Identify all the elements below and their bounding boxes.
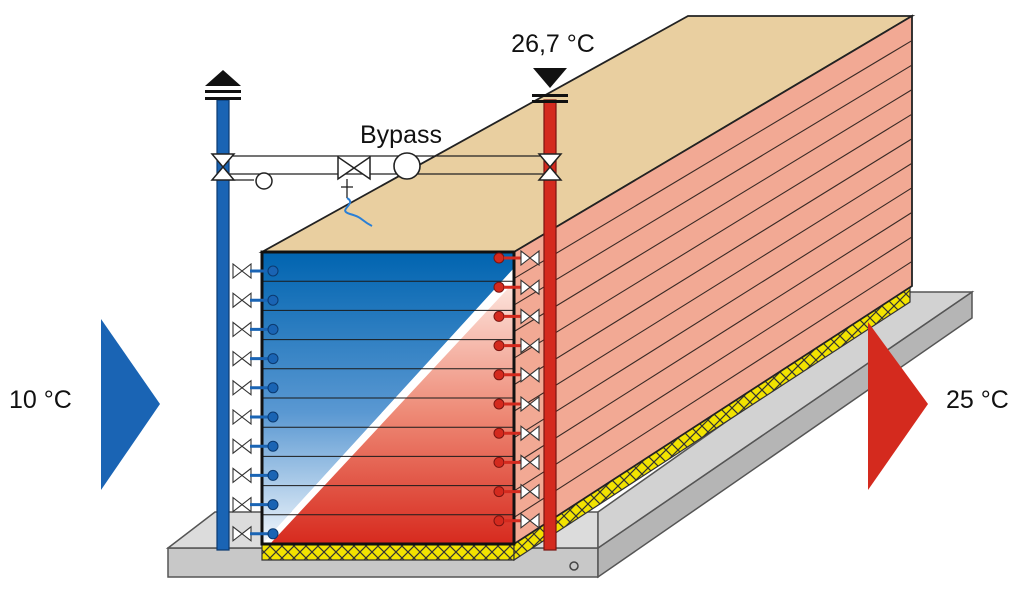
row-port-hot-icon xyxy=(493,398,505,410)
inlet-air-arrow-icon xyxy=(101,319,160,490)
row-port-cold-icon xyxy=(267,528,279,540)
hot-pipe-flange xyxy=(532,94,568,103)
row-port-hot-icon xyxy=(493,281,505,293)
row-valve-hot-icon xyxy=(520,337,540,354)
side-fin-lines xyxy=(513,40,913,518)
side-fin-line xyxy=(513,187,913,439)
outlet-air-temperature-label: 25 °C xyxy=(946,386,1009,414)
base-bolt-icon xyxy=(569,561,579,571)
row-valve-cold-icon xyxy=(232,496,252,513)
side-fin-line xyxy=(513,138,913,386)
row-port-hot-icon xyxy=(493,369,505,381)
side-fin-line xyxy=(513,89,913,333)
row-valve-hot-icon xyxy=(520,366,540,383)
bypass-pump-icon xyxy=(393,152,421,180)
diagonal-separator xyxy=(262,268,514,544)
row-valve-cold-icon xyxy=(232,408,252,426)
row-port-cold-icon xyxy=(267,265,279,277)
side-fin-line xyxy=(513,64,913,306)
outlet-temperature-label: 26,7 °C xyxy=(511,30,595,58)
side-fin-line xyxy=(513,260,913,518)
flow-up-arrow-icon xyxy=(205,70,241,86)
row-port-hot-icon xyxy=(493,427,505,439)
flow-down-arrow-icon xyxy=(533,68,567,88)
row-valve-cold-icon xyxy=(232,350,252,367)
front-row-lines xyxy=(262,280,514,516)
row-fittings xyxy=(232,249,540,542)
row-port-cold-icon xyxy=(267,469,279,481)
cold-side-sensor-icon xyxy=(255,172,273,190)
row-valve-hot-icon xyxy=(520,483,540,500)
row-valve-hot-icon xyxy=(520,249,540,267)
row-port-hot-icon xyxy=(493,310,505,322)
side-fin-line xyxy=(513,40,913,280)
bypass-valve-icon xyxy=(337,155,371,181)
row-port-cold-icon xyxy=(267,499,279,511)
exchanger-front-face xyxy=(260,250,516,546)
row-valve-hot-icon xyxy=(520,425,540,442)
side-fin-line xyxy=(513,162,913,412)
side-fin-line xyxy=(513,211,913,465)
row-valve-cold-icon xyxy=(232,292,252,309)
cold-header-valve-icon xyxy=(210,153,236,181)
cold-pipe-flange xyxy=(205,90,241,100)
exchanger-housing xyxy=(258,14,916,546)
row-port-hot-icon xyxy=(493,486,505,498)
row-valve-cold-icon xyxy=(232,438,252,455)
side-fin-line xyxy=(513,236,913,492)
row-valve-cold-icon xyxy=(232,379,252,396)
outlet-air-arrow-icon xyxy=(868,322,928,490)
side-fin-line xyxy=(513,113,913,359)
row-port-cold-icon xyxy=(267,411,279,423)
row-valve-cold-icon xyxy=(232,321,252,338)
row-valve-hot-icon xyxy=(520,395,540,413)
row-port-hot-icon xyxy=(493,252,505,264)
row-valve-hot-icon xyxy=(520,279,540,296)
row-port-hot-icon xyxy=(493,515,505,527)
row-port-hot-icon xyxy=(493,340,505,352)
hot-header-valve-icon xyxy=(537,153,563,181)
actuator-cable xyxy=(344,197,373,227)
row-valve-hot-icon xyxy=(520,512,540,529)
row-valve-hot-icon xyxy=(520,454,540,471)
row-port-cold-icon xyxy=(267,294,279,306)
row-port-cold-icon xyxy=(267,440,279,452)
row-valve-cold-icon xyxy=(232,467,252,484)
row-port-cold-icon xyxy=(267,382,279,394)
bypass-line xyxy=(210,152,563,227)
row-port-hot-icon xyxy=(493,456,505,468)
row-port-cold-icon xyxy=(267,353,279,365)
inlet-air-temperature-label: 10 °C xyxy=(9,386,72,414)
row-valve-hot-icon xyxy=(520,308,540,325)
row-valve-cold-icon xyxy=(232,262,252,280)
bypass-label: Bypass xyxy=(360,121,442,149)
row-port-cold-icon xyxy=(267,323,279,335)
